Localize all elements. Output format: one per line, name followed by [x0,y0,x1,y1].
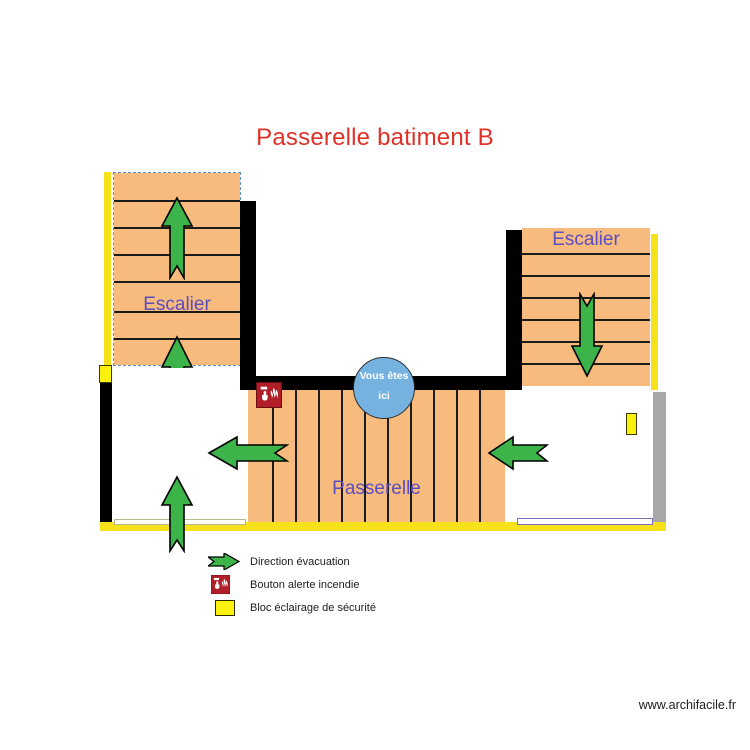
yellow-block-icon [207,599,241,617]
legend-label-light: Bloc éclairage de sécurité [250,601,376,614]
legend-item-direction: Direction évacuation [207,550,507,573]
stair-step-line [114,311,240,313]
emergency-light-strip-stair-left [104,172,111,368]
room-label-escalier-left: Escalier [143,294,211,315]
room-label-passerelle: Passerelle [332,478,421,499]
you-are-here-line2: ici [378,390,390,403]
passerelle-plank-line [479,390,481,526]
stair-step-line [114,281,240,283]
passerelle-plank-line [295,390,297,526]
legend-item-alarm: Bouton alerte incendie [207,573,507,596]
stair-step-line [522,253,650,255]
wall-vertical-upper-left [240,201,256,386]
passerelle-plank-line [456,390,458,526]
passerelle-plank-line [387,390,389,526]
wall-vertical-upper-right [506,230,522,386]
arrow-stair-upper [160,196,194,280]
wall-vertical-right-outer [653,392,666,528]
passerelle-plank-line [410,390,412,526]
passerelle-plank-line [433,390,435,526]
legend-label-direction: Direction évacuation [250,555,350,568]
green-arrow-icon [207,553,241,571]
legend-label-alarm: Bouton alerte incendie [250,578,360,591]
window-bottom-right [517,518,653,525]
passerelle-plank-line [341,390,343,526]
wall-vertical-left-outer [100,368,112,528]
page-title: Passerelle batiment B [256,124,494,151]
arrow-exit-bottom [160,475,194,553]
passerelle-plank-line [364,390,366,526]
emergency-light-strip-stair-right [651,234,658,390]
legend: Direction évacuation Bouton alerte incen… [207,550,507,619]
fire-alarm-icon-passerelle[interactable] [256,382,282,408]
stair-step-line [522,275,650,277]
arrow-corridor-left [207,435,289,471]
emergency-light-right-room [626,413,637,435]
fire-alarm-icon [207,575,241,594]
legend-item-light: Bloc éclairage de sécurité [207,596,507,619]
you-are-here-line1: Vous êtes [359,370,409,383]
arrow-corridor-right [487,435,549,471]
passerelle-plank-line [318,390,320,526]
emergency-light-left-wall [99,365,112,383]
site-footer-url: www.archifacile.fr [638,698,736,712]
stair-step-line [522,297,650,299]
room-label-escalier-right: Escalier [552,229,620,250]
arrow-stair-right [570,292,604,378]
you-are-here-badge[interactable]: Vous êtes ici [353,357,415,419]
emergency-light-strip-bottom [100,522,666,531]
